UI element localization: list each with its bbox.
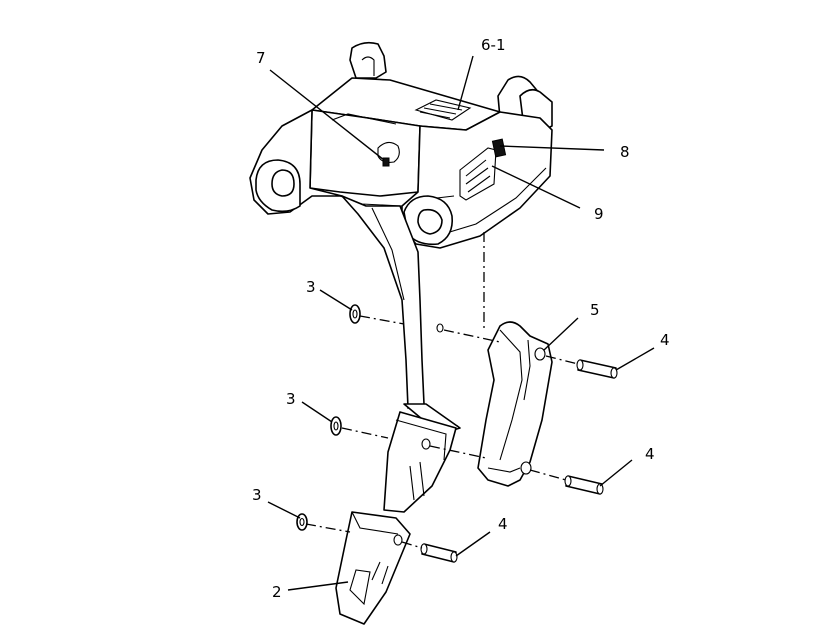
- callout-7: 7: [256, 49, 266, 67]
- callout-4-lower: 4: [498, 515, 508, 533]
- callout-8: 8: [620, 143, 630, 161]
- callout-3-middle: 3: [286, 390, 296, 408]
- retaining-pin-3: [420, 543, 458, 563]
- retainer-washer-3: [296, 513, 308, 531]
- callout-4-middle: 4: [645, 445, 655, 463]
- tip: [335, 511, 411, 625]
- callout-6-1: 6-1: [481, 36, 506, 54]
- callout-4-upper: 4: [660, 331, 670, 349]
- callout-labels: 6-1 7 8 9 3 3 3 5 4 4 4 2: [252, 36, 670, 601]
- retaining-pin-2: [564, 475, 604, 495]
- callout-5: 5: [590, 301, 600, 319]
- adapter: [383, 411, 457, 513]
- retainer-washer-1: [349, 304, 361, 324]
- callout-2: 2: [272, 583, 282, 601]
- callout-9: 9: [594, 205, 604, 223]
- leader-lines: [267, 55, 655, 591]
- retainer-washer-2: [330, 416, 342, 436]
- shank-protector: [477, 321, 553, 487]
- callout-3-upper: 3: [306, 278, 316, 296]
- assembly-axes: [305, 232, 579, 549]
- retaining-pin-1: [576, 359, 618, 379]
- callout-3-lower: 3: [252, 486, 262, 504]
